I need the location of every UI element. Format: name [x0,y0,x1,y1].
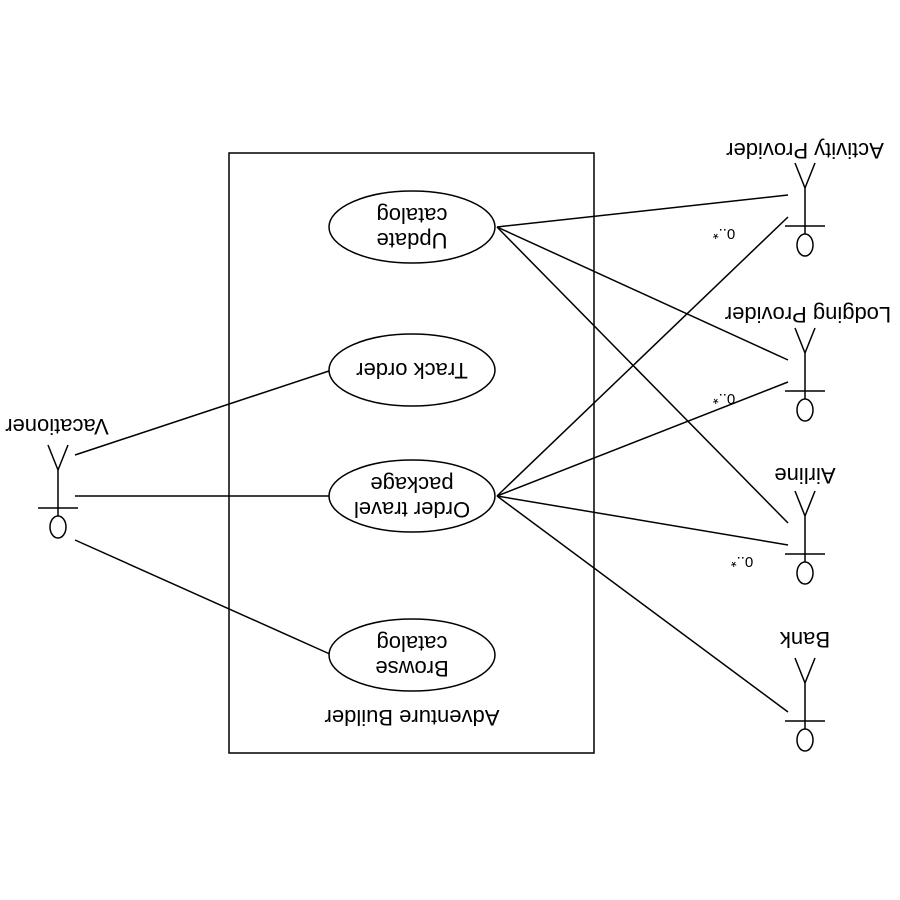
actor-vacationer-leg-right [47,444,59,471]
actor-airline-name: Airline [774,463,835,488]
system-name: Adventure Builder [325,705,500,730]
multiplicity-lodging: 0..* [713,390,736,407]
actor-activity-provider-name: Activity Provider [726,138,884,163]
multiplicity-airline: 0..* [731,553,754,570]
use-case-order-travel-package-shape [328,459,496,533]
use-case-track-order-shape [328,333,496,407]
actor-airline-leg-left [804,490,816,517]
actor-airline-head [796,561,814,585]
multiplicity-activity: 0..* [713,225,736,242]
assoc-update-activity [496,194,789,228]
actor-activity-provider[interactable]: Activity Provider [726,138,884,257]
assoc-order-activity [496,216,789,497]
use-case-track-order[interactable]: Track order [328,333,496,407]
assoc-vacationer-track [74,369,333,456]
assoc-vacationer-browse [74,539,333,656]
assoc-update-airline [496,226,789,524]
use-case-browse-catalog-shape [328,618,496,692]
use-case-update-catalog[interactable]: Update catalog [328,190,496,264]
actor-airline[interactable]: Airline [774,463,836,585]
actor-lodging-provider-leg-left [804,327,816,354]
use-case-track-order-line-1: Track order [356,358,468,383]
actor-activity-provider-head [796,233,814,257]
actor-vacationer[interactable]: Vacationer [5,414,109,539]
actor-vacationer-name: Vacationer [5,414,109,439]
actor-bank-leg-left [804,657,816,684]
actor-bank-head [796,728,814,752]
assoc-update-lodging [496,226,789,361]
assoc-order-lodging [496,381,789,497]
actor-vacationer-head [49,515,67,539]
rotated-diagram: Adventure Builder 0..* 0..* 0..* Browse … [5,138,891,754]
actor-lodging-provider-leg-right [794,327,806,354]
use-case-browse-catalog-line-2: catalog [377,631,448,656]
use-case-order-travel-package-line-2: package [370,472,453,497]
actor-airline-leg-right [794,490,806,517]
use-case-update-catalog-shape [328,190,496,264]
use-case-update-catalog-line-1: Update [377,228,448,253]
actor-bank-leg-right [794,657,806,684]
actor-bank-name: Bank [779,627,830,652]
assoc-order-airline [496,495,789,546]
use-case-order-travel-package-line-1: Order travel [354,497,470,522]
actor-vacationer-leg-left [57,444,69,471]
actor-lodging-provider-head [796,398,814,422]
system-boundary [228,152,595,754]
actor-bank[interactable]: Bank [779,627,830,752]
actor-activity-provider-leg-left [804,162,816,189]
use-case-update-catalog-line-2: catalog [377,203,448,228]
use-case-order-travel-package[interactable]: Order travel package [328,459,496,533]
use-case-browse-catalog[interactable]: Browse catalog [328,618,496,692]
assoc-order-bank [496,495,789,713]
use-case-browse-catalog-line-1: Browse [375,656,448,681]
actor-activity-provider-leg-right [794,162,806,189]
actor-lodging-provider-name: Lodging Provider [725,302,891,327]
actor-lodging-provider[interactable]: Lodging Provider [725,302,891,422]
